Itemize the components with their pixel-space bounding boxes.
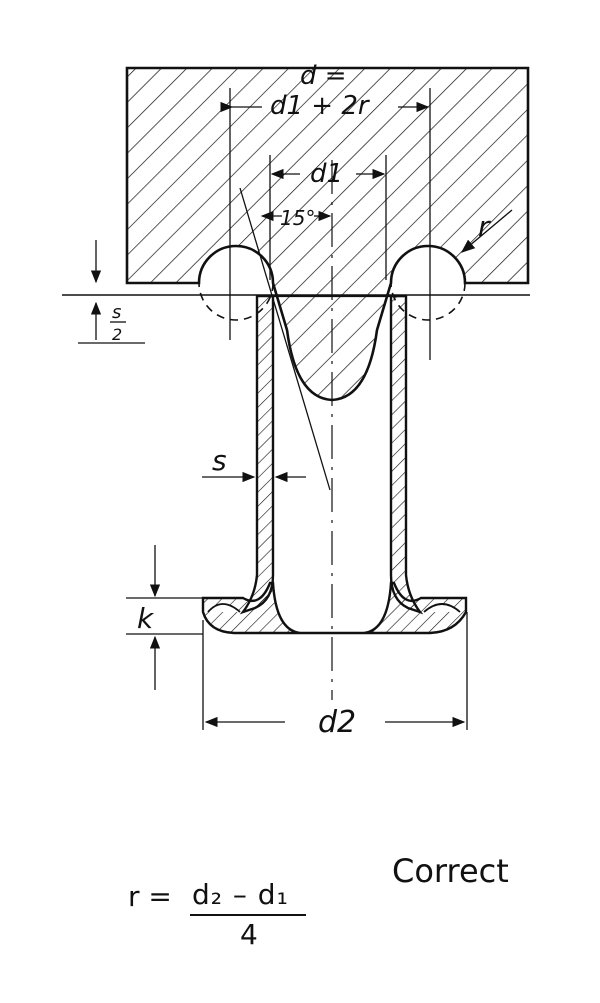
label-d1: d1 <box>310 159 343 189</box>
label-d-expr: d1 + 2r <box>270 91 371 121</box>
label-d: d = <box>300 61 347 91</box>
radius-formula: r = d₂ – d₁ 4 <box>128 872 318 952</box>
label-k: k <box>137 602 155 635</box>
right-forming-circle <box>390 245 466 321</box>
formula-lhs: r = <box>128 880 172 913</box>
formula-fraction-bar <box>190 914 306 916</box>
r-leader <box>460 209 513 253</box>
label-s2-den: 2 <box>112 325 122 344</box>
left-tube-wall <box>239 294 275 615</box>
bottom-flange <box>201 581 468 635</box>
label-d2: d2 <box>318 705 356 740</box>
formula-denominator: 4 <box>240 918 258 951</box>
taper-line <box>239 187 331 491</box>
label-s2-num: s <box>112 302 121 323</box>
label-angle: 15° <box>280 206 315 230</box>
formula-numerator: d₂ – d₁ <box>192 878 289 911</box>
left-flange-curl <box>207 603 241 613</box>
status-label: Correct <box>392 852 509 890</box>
left-forming-circle <box>198 245 274 321</box>
label-r: r <box>478 210 491 243</box>
label-s: s <box>212 444 227 477</box>
right-flange-curl <box>423 603 461 613</box>
right-tube-wall <box>389 294 424 615</box>
